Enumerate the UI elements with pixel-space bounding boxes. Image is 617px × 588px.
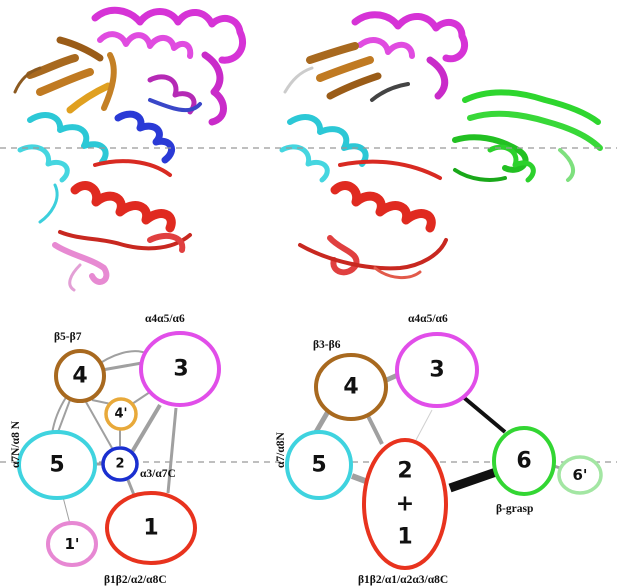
- svg-text:3: 3: [173, 357, 188, 382]
- svg-text:4: 4: [72, 364, 87, 389]
- node-4-prime: 4': [104, 397, 138, 431]
- label-b1b2-a1-a2a3-a8c: β1β2/α1/α2α3/α8C: [358, 574, 448, 586]
- edge-4-4p: [91, 399, 112, 405]
- node-5: 5: [17, 430, 97, 500]
- edge-4-2: [85, 401, 113, 449]
- svg-text:3: 3: [429, 358, 444, 383]
- edge-r-3-21: [415, 409, 433, 441]
- label-a4a5-a6-right: α4α5/α6: [408, 313, 448, 325]
- node-r-3: 3: [395, 332, 479, 408]
- node-2: 2: [101, 446, 139, 482]
- label-a4a5-a6-left: α4α5/α6: [145, 313, 185, 325]
- edge-4-5: [57, 399, 71, 433]
- svg-text:5: 5: [311, 453, 326, 478]
- node-1-prime: 1': [46, 521, 98, 567]
- label-a7-a8n: α7/α8N: [275, 431, 287, 468]
- protein-structure-right: [279, 11, 603, 279]
- label-b-grasp: β-grasp: [496, 503, 533, 515]
- svg-text:1': 1': [64, 535, 79, 553]
- node-r-5: 5: [285, 430, 353, 500]
- edge-3-2: [130, 403, 162, 454]
- node-r-2-plus-1: 2 + 1: [362, 438, 448, 570]
- edge-5-1p: [62, 496, 71, 525]
- node-3: 3: [139, 331, 221, 407]
- svg-text:2: 2: [397, 459, 412, 484]
- svg-text:6: 6: [516, 449, 531, 474]
- svg-text:4': 4': [114, 407, 127, 422]
- domain-graph-left: 3 4 4' 5 2 1' 1 α4α5/α6 β5-β7 α7N/α8 N: [10, 313, 221, 586]
- svg-text:5: 5: [49, 453, 64, 478]
- label-a3-a7c: α3/α7C: [140, 468, 176, 480]
- node-r-6-prime: 6': [557, 455, 603, 495]
- svg-text:2: 2: [115, 457, 124, 472]
- domain-graph-right: 3 4 5 2 + 1 6 6' α4α5/α6 β3-β6 α7/α8N β-…: [275, 313, 603, 586]
- label-b1b2-a2-a8c: β1β2/α2/α8C: [104, 574, 167, 586]
- label-a7n-a8n: α7N/α8 N: [10, 420, 22, 468]
- svg-text:4: 4: [343, 375, 358, 400]
- label-b5-b7: β5-β7: [54, 331, 82, 343]
- edge-r-3-6: [460, 394, 507, 434]
- node-1: 1: [105, 491, 197, 565]
- svg-text:6': 6': [572, 466, 587, 484]
- protein-structure-left: [13, 6, 247, 292]
- label-b3-b6: β3-β6: [313, 339, 341, 351]
- edge-4-3: [101, 361, 143, 372]
- edge-r-4-21: [364, 411, 384, 445]
- svg-text:1: 1: [143, 516, 158, 541]
- node-4: 4: [54, 349, 106, 403]
- node-r-6: 6: [492, 426, 556, 496]
- edge-3-1: [166, 407, 178, 494]
- edge-r-21-6: [448, 467, 498, 493]
- svg-text:1: 1: [397, 525, 412, 550]
- svg-text:+: +: [396, 492, 414, 517]
- edge-3-4p: [131, 391, 151, 405]
- node-r-4: 4: [314, 353, 388, 421]
